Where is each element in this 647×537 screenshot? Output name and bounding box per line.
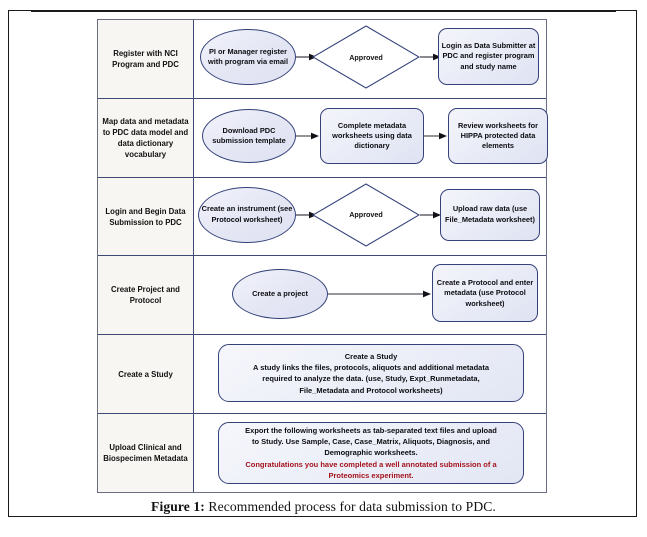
process-flow-table: Register with NCI Program and PDC PI or … <box>97 19 548 493</box>
row-label-upload-clinical: Upload Clinical and Biospecimen Metadata <box>98 414 194 492</box>
node-approved-decision-2-label: Approved <box>349 210 383 220</box>
node-approved-decision-2[interactable]: Approved <box>312 183 420 247</box>
node-download-pdc-template[interactable]: Download PDC submission template <box>202 108 296 163</box>
create-study-line-1: Create a Study <box>344 351 398 361</box>
row-label-register: Register with NCI Program and PDC <box>98 20 194 98</box>
flow-row-create-study: Create a Study Create a Study A study li… <box>98 335 546 415</box>
congratulations-line-2: Proteomics experiment. <box>328 471 414 481</box>
node-approved-decision-1-label: Approved <box>349 52 383 62</box>
create-study-line-4: File_Metadata and Protocol worksheets) <box>299 385 443 395</box>
create-study-line-2: A study links the files, protocols, aliq… <box>252 362 489 372</box>
row-canvas-register: PI or Manager register with program via … <box>194 20 546 98</box>
row-label-map-data: Map data and metadata to PDC data model … <box>98 98 194 177</box>
connector-approved-to-login <box>420 52 442 62</box>
connector-project-to-protocol <box>328 289 432 299</box>
figure-caption: Figure 1: Recommended process for data s… <box>31 499 616 515</box>
create-study-line-3: required to analyze the data. (use, Stud… <box>262 374 480 384</box>
flow-row-upload-clinical: Upload Clinical and Biospecimen Metadata… <box>98 414 546 492</box>
flow-row-create-project: Create Project and Protocol Create a pro… <box>98 256 546 336</box>
row-canvas-upload-clinical: Export the following worksheets as tab-s… <box>194 414 546 492</box>
node-pi-or-manager-register[interactable]: PI or Manager register with program via … <box>200 29 296 85</box>
congratulations-line-1: Congratulations you have completed a wel… <box>245 459 497 469</box>
node-upload-raw-data[interactable]: Upload raw data (use File_Metadata works… <box>440 188 540 241</box>
row-label-create-study: Create a Study <box>98 335 194 414</box>
connector-download-to-complete <box>296 131 320 141</box>
node-upload-clinical-description[interactable]: Export the following worksheets as tab-s… <box>218 422 524 485</box>
caption-rule-top <box>31 11 616 12</box>
node-create-a-study-description[interactable]: Create a Study A study links the files, … <box>218 344 524 403</box>
row-canvas-create-study: Create a Study A study links the files, … <box>194 335 546 413</box>
flow-row-login-begin-submission: Login and Begin Data Submission to PDC C… <box>98 177 546 257</box>
connector-approved-to-upload-raw <box>420 210 442 220</box>
node-complete-metadata-worksheets[interactable]: Complete metadata worksheets using data … <box>320 107 424 164</box>
row-label-create-project: Create Project and Protocol <box>98 256 194 335</box>
node-review-worksheets-hippa[interactable]: Review worksheets for HIPPA protected da… <box>448 107 548 164</box>
page-frame: Register with NCI Program and PDC PI or … <box>8 10 637 517</box>
upload-clinical-line-2: to Study. Use Sample, Case, Case_Matrix,… <box>252 437 490 447</box>
upload-clinical-line-1: Export the following worksheets as tab-s… <box>245 425 497 435</box>
node-create-a-project[interactable]: Create a project <box>232 269 328 320</box>
node-approved-decision-1[interactable]: Approved <box>312 25 420 89</box>
upload-clinical-line-3: Demographic worksheets. <box>324 448 418 458</box>
node-create-a-protocol[interactable]: Create a Protocol and enter metadata (us… <box>432 264 538 323</box>
node-login-as-data-submitter[interactable]: Login as Data Submitter at PDC and regis… <box>438 28 539 85</box>
flow-row-register: Register with NCI Program and PDC PI or … <box>98 20 546 99</box>
flow-row-map-data: Map data and metadata to PDC data model … <box>98 98 548 178</box>
row-canvas-login-begin-submission: Create an instrument (see Protocol works… <box>194 178 546 256</box>
row-canvas-map-data: Download PDC submission template Complet… <box>194 99 548 177</box>
row-canvas-create-project: Create a project Create a Protocol and e… <box>194 256 546 334</box>
figure-caption-label: Figure 1: <box>151 499 205 514</box>
connector-complete-to-review <box>424 131 448 141</box>
figure-caption-text: Recommended process for data submission … <box>204 499 496 514</box>
row-label-login-begin-submission: Login and Begin Data Submission to PDC <box>98 177 194 256</box>
node-create-an-instrument[interactable]: Create an instrument (see Protocol works… <box>198 186 296 243</box>
